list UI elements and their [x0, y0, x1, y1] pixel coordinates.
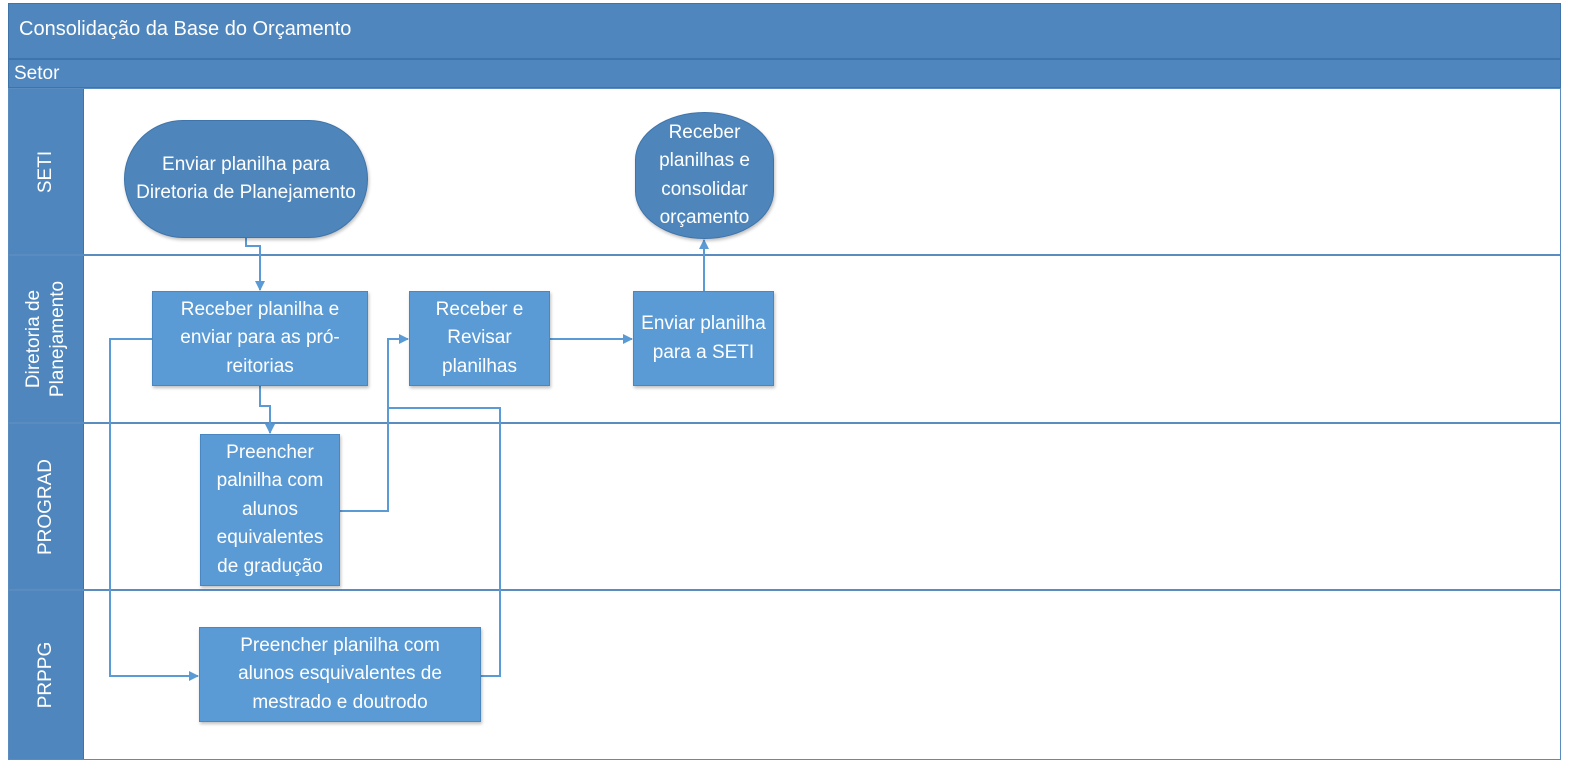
node-preencher-graduacao[interactable]: Preencher palnilha com alunos equivalent…	[200, 434, 340, 586]
lane-title-prppg: PRPPG	[35, 641, 56, 709]
lane-label-prograd: PROGRAD	[9, 424, 84, 589]
diagram-title: Consolidação da Base do Orçamento	[19, 18, 352, 40]
lane-label-prppg: PRPPG	[9, 591, 84, 759]
lane-title-prograd: PROGRAD	[35, 458, 56, 555]
lane-header-bar: Setor	[8, 59, 1561, 88]
lane-title-diretoria: Diretoria de Planejamento	[23, 280, 68, 398]
node-enviar-planilha-diretoria[interactable]: Enviar planilha para Diretoria de Planej…	[124, 120, 368, 238]
node-receber-enviar-proreitorias[interactable]: Receber planilha e enviar para as pró-re…	[152, 291, 368, 386]
node-enviar-seti[interactable]: Enviar planilha para a SETI	[633, 291, 774, 386]
lane-title-seti: SETI	[35, 150, 56, 193]
setor-label: Setor	[14, 63, 60, 84]
node-receber-consolidar[interactable]: Receber planilhas e consolidar orçamento	[635, 112, 774, 239]
lane-label-diretoria: Diretoria de Planejamento	[9, 256, 84, 422]
diagram-title-bar: Consolidação da Base do Orçamento	[8, 3, 1561, 59]
node-receber-revisar[interactable]: Receber e Revisar planilhas	[409, 291, 550, 386]
lane-label-seti: SETI	[9, 89, 84, 254]
node-preencher-mestrado[interactable]: Preencher planilha com alunos esquivalen…	[199, 627, 481, 722]
